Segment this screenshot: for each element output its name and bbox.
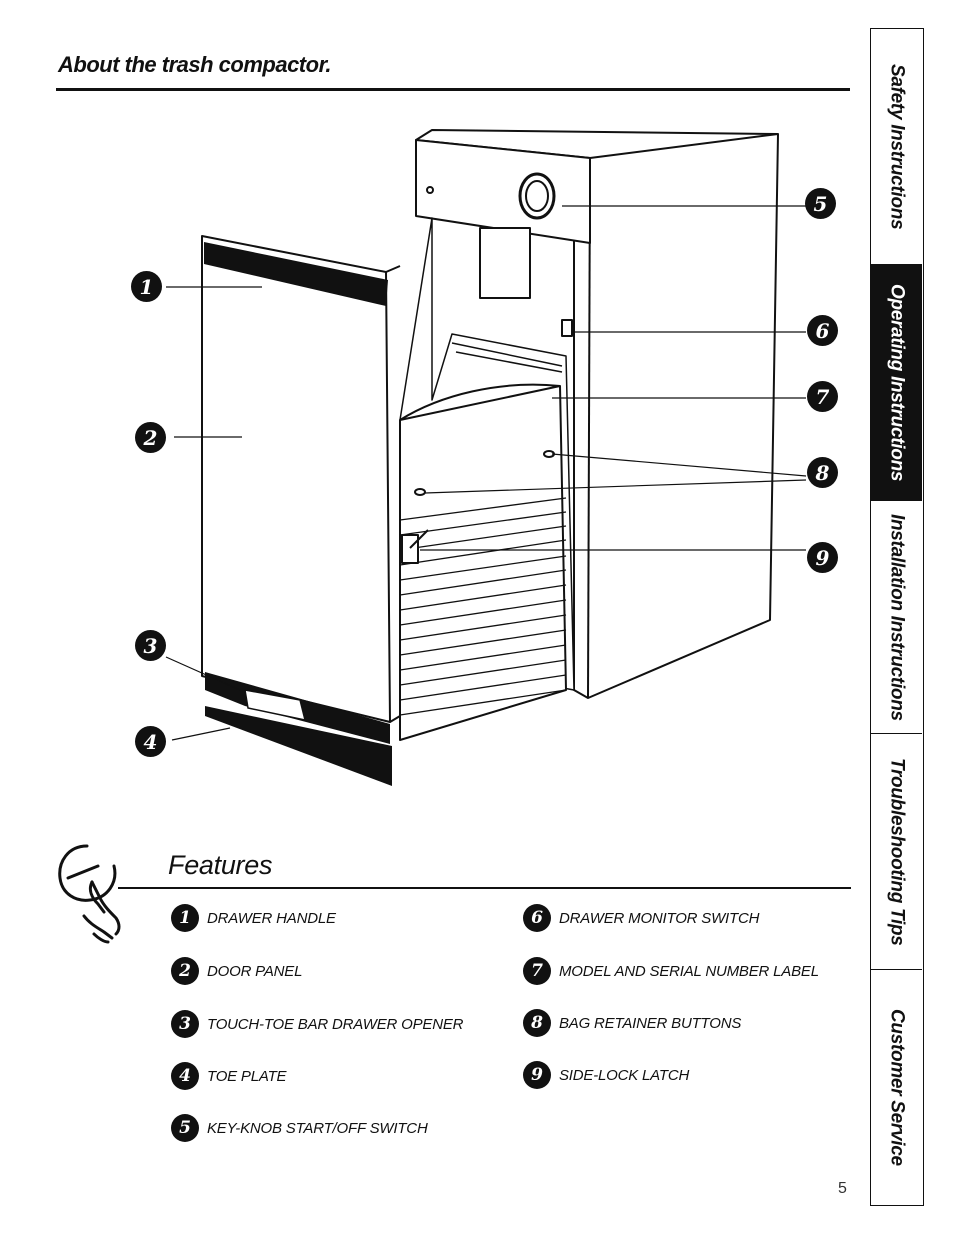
feature-item: 5 KEY-KNOB START/OFF SWITCH: [171, 1114, 428, 1142]
callout-9: 9: [807, 542, 838, 573]
callout-3: 3: [135, 630, 166, 661]
feature-item: 2 DOOR PANEL: [171, 957, 302, 985]
callout-5: 5: [805, 188, 836, 219]
feature-item: 6 DRAWER MONITOR SWITCH: [523, 904, 759, 932]
feature-number: 3: [171, 1010, 199, 1038]
feature-label: BAG RETAINER BUTTONS: [559, 1014, 742, 1032]
callout-8: 8: [807, 457, 838, 488]
callout-2: 2: [135, 422, 166, 453]
feature-item: 1 DRAWER HANDLE: [171, 904, 336, 932]
tab-installation-instructions[interactable]: Installation Instructions: [871, 501, 922, 734]
feature-item: 7 MODEL AND SERIAL NUMBER LABEL: [523, 957, 819, 985]
feature-number: 9: [523, 1061, 551, 1089]
feature-number: 5: [171, 1114, 199, 1142]
feature-label: TOUCH-TOE BAR DRAWER OPENER: [207, 1015, 464, 1033]
feature-number: 2: [171, 957, 199, 985]
tab-troubleshooting-tips[interactable]: Troubleshooting Tips: [871, 734, 922, 970]
callout-1: 1: [131, 271, 162, 302]
page-title: About the trash compactor.: [58, 52, 332, 77]
page-number: 5: [838, 1180, 847, 1197]
feature-number: 7: [523, 957, 551, 985]
feature-label: SIDE-LOCK LATCH: [559, 1066, 690, 1084]
tab-label: Troubleshooting Tips: [886, 757, 908, 946]
feature-label: DOOR PANEL: [207, 962, 303, 980]
feature-number: 6: [523, 904, 551, 932]
feature-label: KEY-KNOB START/OFF SWITCH: [207, 1119, 428, 1137]
trash-compactor-illustration: [165, 129, 807, 786]
callout-4: 4: [135, 726, 166, 757]
features-divider: [118, 887, 851, 889]
feature-item: 8 BAG RETAINER BUTTONS: [523, 1009, 741, 1037]
feature-number: 4: [171, 1062, 199, 1090]
section-tabs: Safety Instructions Operating Instructio…: [870, 28, 924, 1206]
pointing-hand-icon: [58, 844, 121, 944]
tab-operating-instructions[interactable]: Operating Instructions: [871, 265, 922, 501]
feature-number: 8: [523, 1009, 551, 1037]
feature-label: DRAWER MONITOR SWITCH: [559, 909, 760, 927]
callout-6: 6: [807, 315, 838, 346]
title-divider: [56, 88, 850, 91]
features-heading: Features: [168, 850, 273, 880]
feature-label: MODEL AND SERIAL NUMBER LABEL: [559, 962, 819, 980]
tab-customer-service[interactable]: Customer Service: [871, 970, 922, 1205]
tab-safety-instructions[interactable]: Safety Instructions: [871, 29, 922, 265]
tab-label: Installation Instructions: [886, 513, 908, 721]
feature-label: TOE PLATE: [207, 1067, 287, 1085]
feature-item: 9 SIDE-LOCK LATCH: [523, 1061, 689, 1089]
callout-7: 7: [807, 381, 838, 412]
tab-label: Operating Instructions: [886, 283, 908, 482]
tab-label: Safety Instructions: [886, 63, 908, 230]
tab-label: Customer Service: [886, 1009, 908, 1166]
feature-item: 3 TOUCH-TOE BAR DRAWER OPENER: [171, 1010, 464, 1038]
feature-label: DRAWER HANDLE: [207, 909, 336, 927]
feature-number: 1: [171, 904, 199, 932]
feature-item: 4 TOE PLATE: [171, 1062, 287, 1090]
